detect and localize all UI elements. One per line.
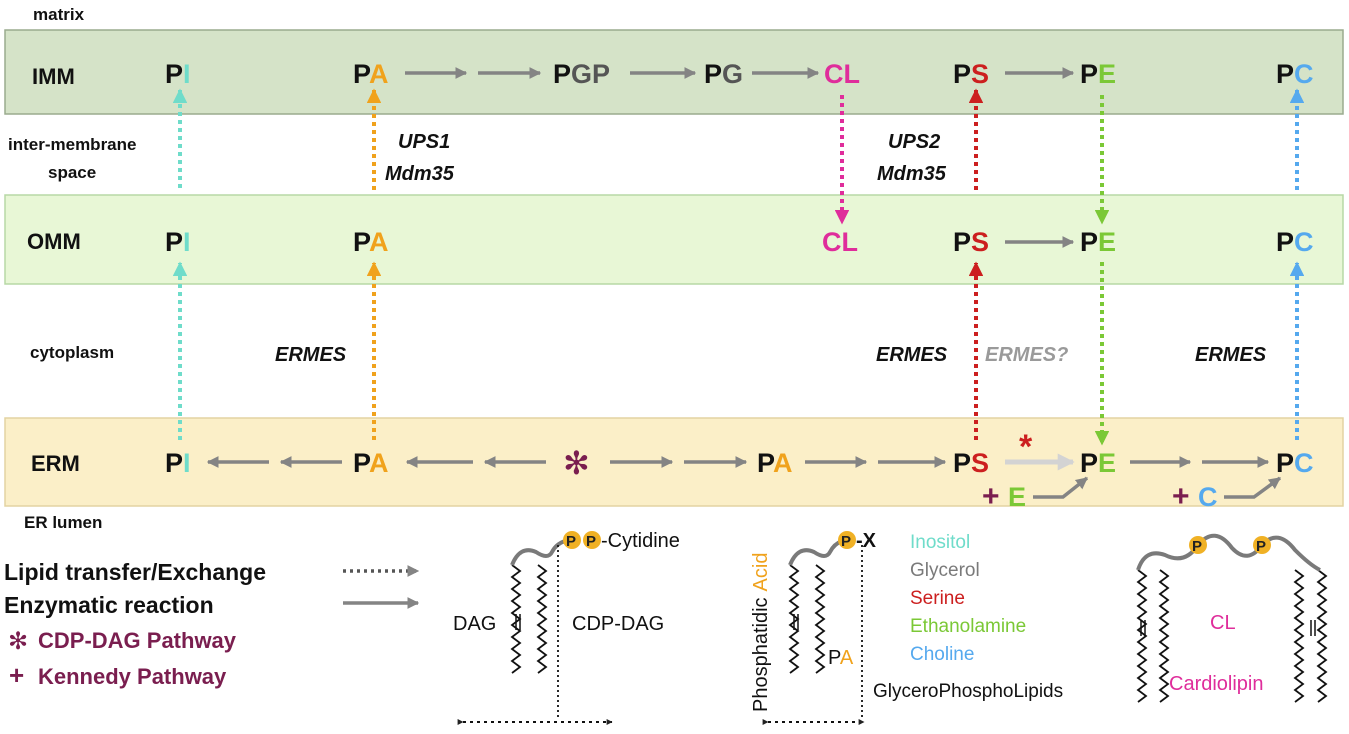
pa-structure [788,564,826,674]
cl-phosphate-label-2: P [1256,538,1266,555]
pa-phosphate-label: P [841,533,851,550]
omm-pa-label: PA [353,227,389,257]
cdp-dag-asterisk-icon: ✻ [563,444,590,482]
legend-enzymatic: Enzymatic reaction [4,592,214,618]
imm-ps-label: PS [953,59,989,89]
omm-pe-label: PE [1080,227,1116,257]
kennedy-e-to-pe-arrow [1033,476,1089,499]
headgroup-inositol: Inositol [910,532,970,553]
cardiolipin-label: Cardiolipin [1169,673,1264,695]
ermes-label-pa: ERMES [275,344,347,366]
imm-pc-label: PC [1276,59,1314,89]
dag-backbone [510,539,566,566]
px-label: -X [856,530,877,552]
phosphate-icon-2 [583,531,601,549]
erm-pa-label-left: PA [353,448,389,478]
kennedy-c-to-pc-arrow [1224,476,1282,499]
dag-structure [510,564,548,674]
phosphate-icon-1 [563,531,581,549]
pa-backbone [788,539,843,566]
mdm35-label-right: Mdm35 [877,163,947,185]
ups1-label: UPS1 [398,131,450,153]
pa-structure-label: PA [828,647,854,669]
pa-phosphate-icon [838,531,856,549]
cdp-dag-label: CDP-DAG [572,613,664,635]
omm-pc-label: PC [1276,227,1314,257]
ims-label-line1: inter-membrane [8,135,136,154]
headgroup-ethanolamine: Ethanolamine [910,616,1026,637]
red-star-icon: * [1019,428,1033,466]
omm-band [4,194,1344,285]
erm-label: ERM [31,451,80,476]
ups2-label: UPS2 [888,131,940,153]
imm-pg-label: PG [704,59,743,89]
imm-cl-label: CL [824,59,860,89]
kennedy-c-label: C [1198,482,1218,512]
cytidine-label: -Cytidine [601,530,680,552]
kennedy-e-label: E [1008,482,1026,512]
erm-ps-label: PS [953,448,989,478]
phosphatidic-acid-label: PhosphatidicAcid [750,553,772,712]
legend-kennedy-icon: + [9,660,24,690]
ermes-question-label: ERMES? [985,344,1068,366]
er-lumen-label: ER lumen [24,513,102,532]
headgroup-choline: Choline [910,644,974,665]
erm-pa-label-right: PA [757,448,793,478]
matrix-label: matrix [33,5,85,24]
ermes-label-ps: ERMES [876,344,948,366]
omm-ps-label: PS [953,227,989,257]
kennedy-cross-icon-e: + [982,480,1000,513]
imm-pgp-label: PGP [553,59,610,89]
cl-backbone [1136,533,1321,572]
cl-phosphate-icon-1 [1189,536,1207,554]
ims-label-line2: space [48,163,96,182]
imm-pa-label: PA [353,59,389,89]
imm-pi-label: PI [165,59,191,89]
ermes-label-pc: ERMES [1195,344,1267,366]
cl-phosphate-icon-2 [1253,536,1271,554]
cl-phosphate-label-1: P [1192,538,1202,555]
phosphate-label-1: P [566,533,576,550]
cl-structure-label: CL [1210,612,1236,634]
omm-cl-label: CL [822,227,858,257]
mdm35-label-left: Mdm35 [385,163,455,185]
omm-pi-label: PI [165,227,191,257]
headgroup-glycerol: Glycerol [910,560,980,581]
erm-pi-label: PI [165,448,191,478]
dag-label: DAG [453,613,496,635]
legend-cdp-dag: CDP-DAG Pathway [38,628,237,653]
imm-pe-label: PE [1080,59,1116,89]
erm-pe-label: PE [1080,448,1116,478]
legend-kennedy: Kennedy Pathway [38,664,227,689]
glycerophospholipids-label: GlyceroPhosphoLipids [873,681,1063,702]
imm-label: IMM [32,64,75,89]
phosphate-label-2: P [586,533,596,550]
headgroup-serine: Serine [910,588,965,609]
legend-cdp-dag-icon: ✻ [8,627,28,655]
kennedy-cross-icon-c: + [1172,480,1190,513]
cl-structure [1136,569,1328,703]
omm-label: OMM [27,229,81,254]
cytoplasm-label: cytoplasm [30,343,114,362]
legend-lipid-transfer: Lipid transfer/Exchange [4,559,266,585]
erm-pc-label: PC [1276,448,1314,478]
